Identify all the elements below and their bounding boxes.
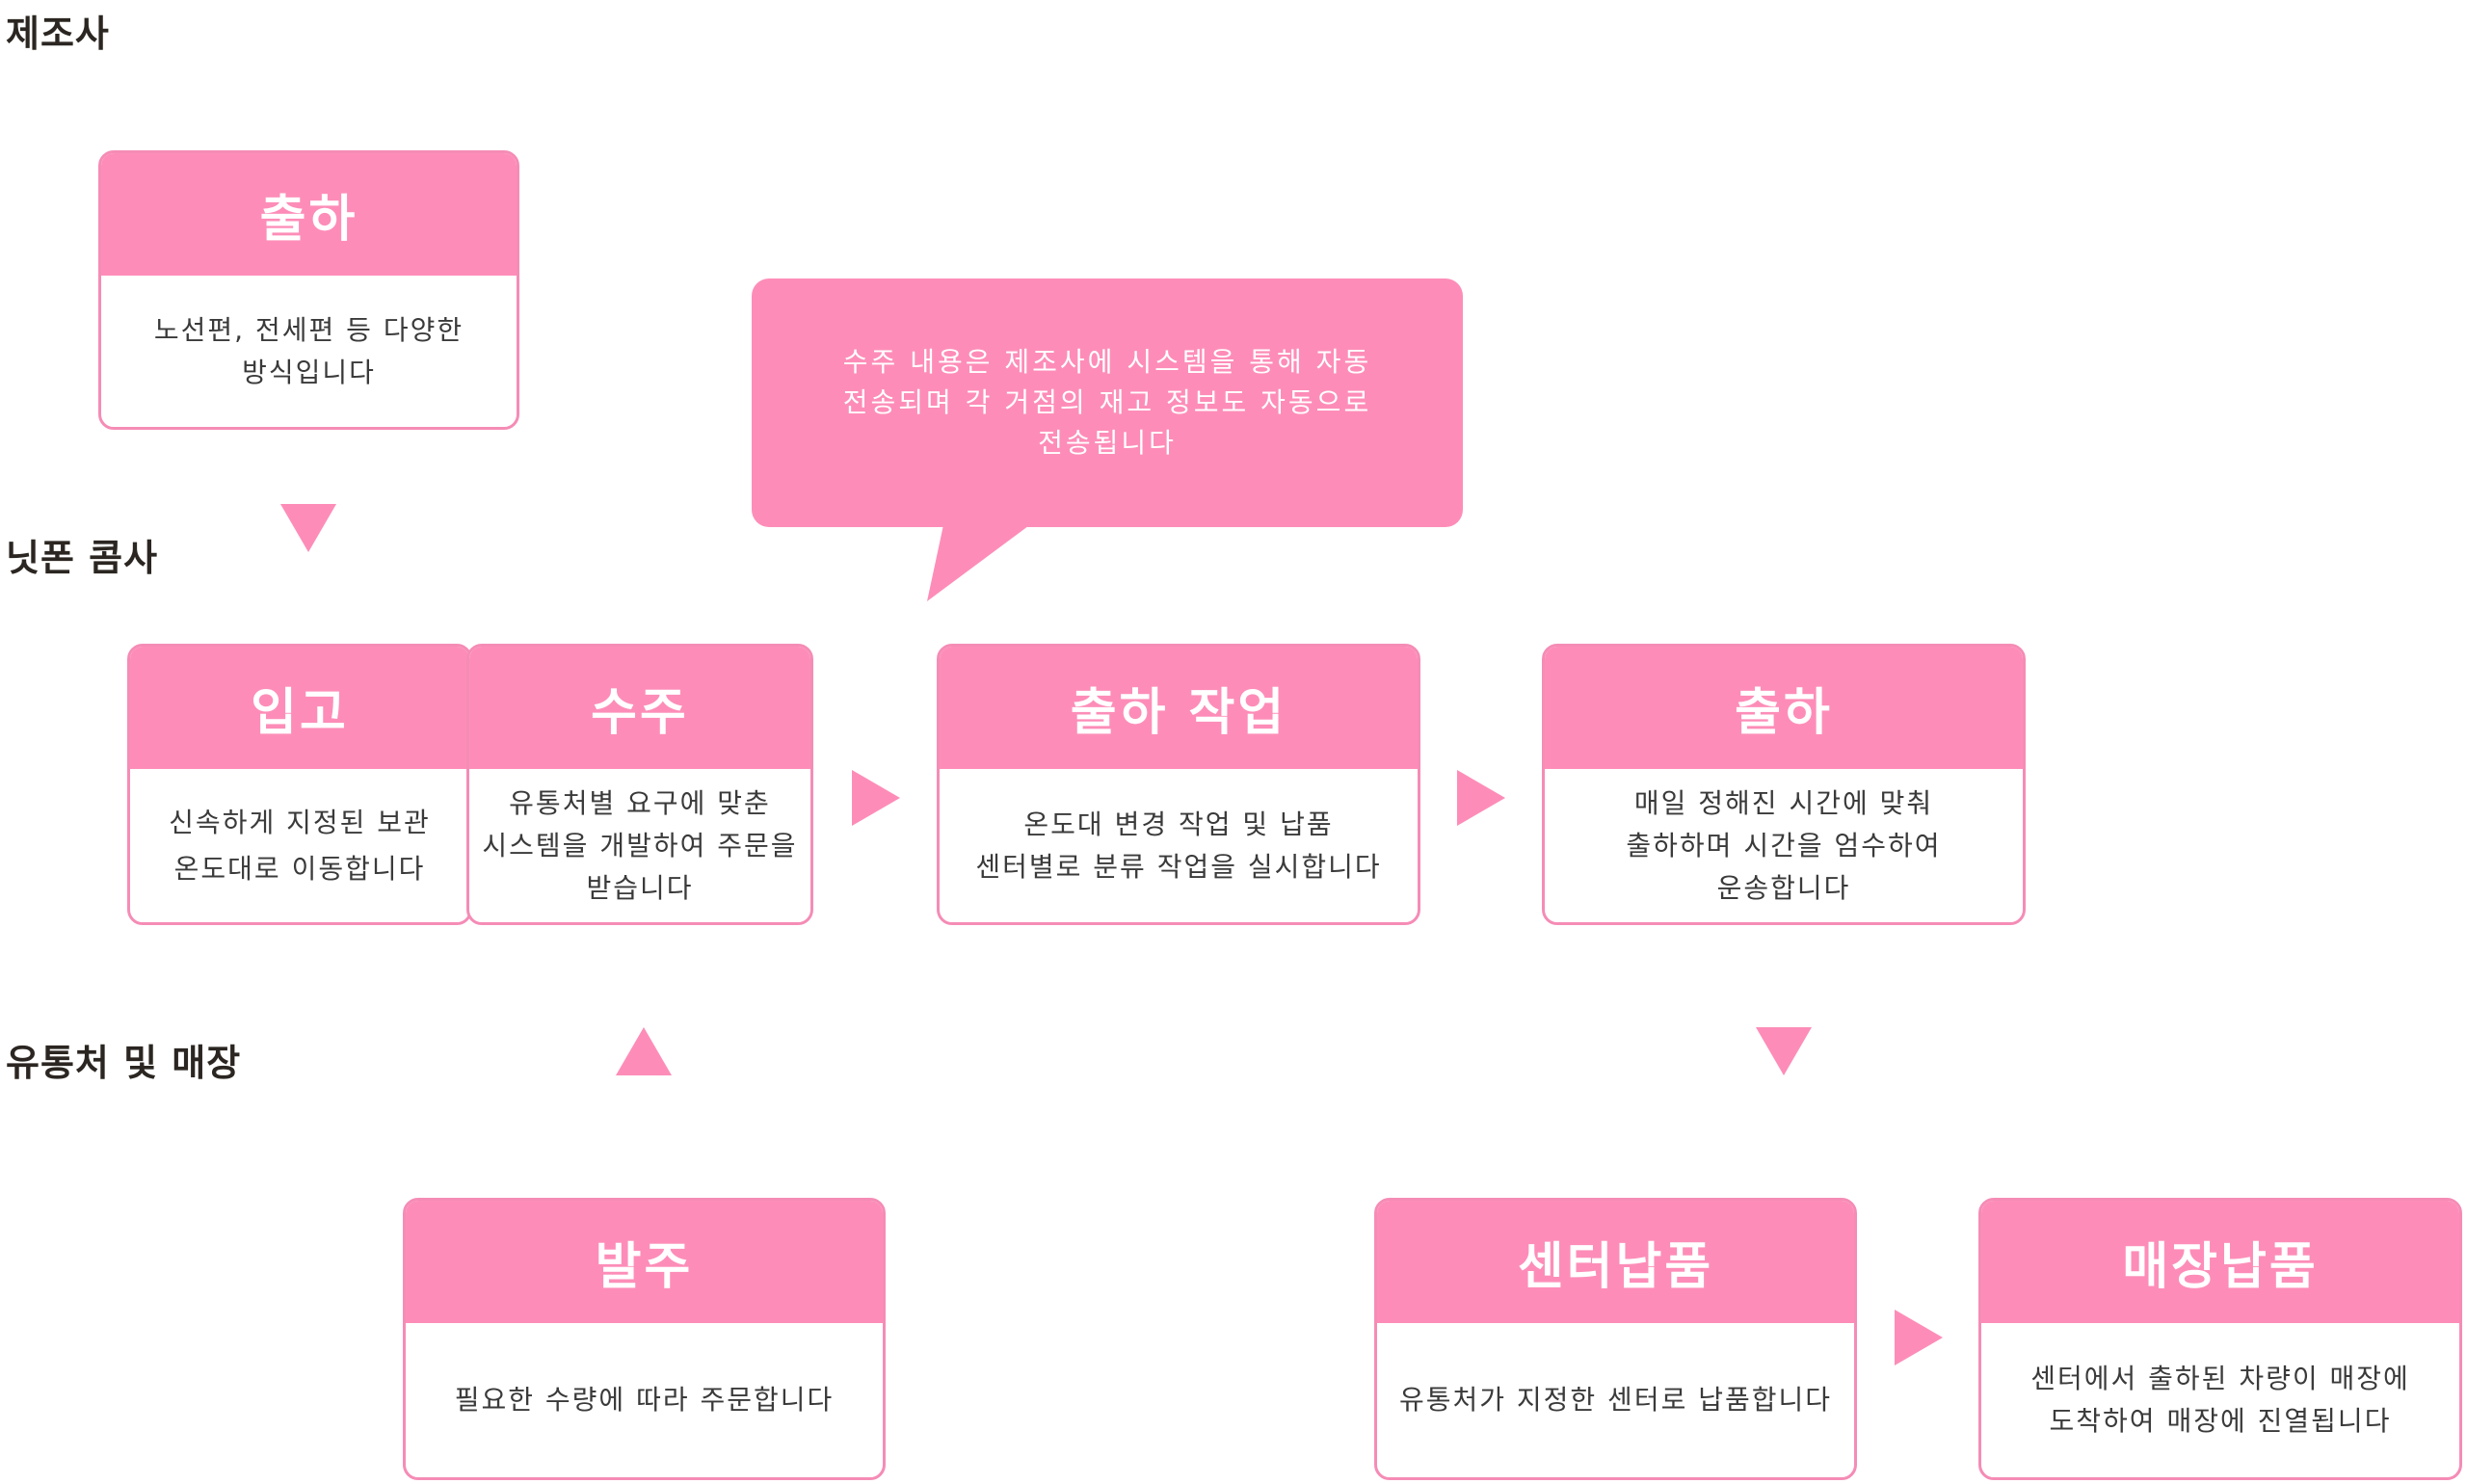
card-shipping-work: 출하 작업 온도대 변경 작업 및 납품 센터별로 분류 작업을 실시합니다 — [937, 644, 1420, 925]
description-line: 필요한 수량에 따라 주문합니다 — [454, 1384, 835, 1416]
card-ordering: 발주 필요한 수량에 따라 주문합니다 — [403, 1198, 886, 1480]
arrow-right-icon — [852, 770, 900, 826]
callout-bubble: 수주 내용은 제조사에 시스템을 통해 자동 전송되며 각 거점의 재고 정보도… — [752, 278, 1463, 527]
description-line: 노선편, 전세편 등 다양한 — [153, 313, 464, 346]
description-line: 온도대 변경 작업 및 납품 — [1023, 808, 1334, 840]
card-title: 매장납품 — [1981, 1201, 2459, 1323]
description-line: 매일 정해진 시간에 맞춰 — [1633, 786, 1934, 819]
arrow-down-icon — [280, 504, 336, 552]
description-line: 출하하며 시간을 엄수하여 — [1626, 829, 1942, 861]
card-title: 센터납품 — [1377, 1201, 1854, 1323]
section-label-manufacturer: 제조사 — [6, 13, 110, 55]
description-line: 시스템을 개발하여 주문을 — [482, 829, 798, 861]
description-line: 온도대로 이동합니다 — [173, 852, 426, 885]
arrow-up-icon — [616, 1027, 672, 1075]
description-line: 운송합니다 — [1716, 871, 1851, 904]
description-line: 도착하여 매장에 진열됩니다 — [2049, 1405, 2392, 1437]
card-manufacturer-shipping: 출하 노선편, 전세편 등 다양한 방식입니다 — [98, 150, 519, 430]
card-title: 출하 — [101, 153, 517, 276]
card-store-delivery: 매장납품 센터에서 출하된 차량이 매장에 도착하여 매장에 진열됩니다 — [1978, 1198, 2462, 1480]
card-title: 입고 — [130, 647, 469, 769]
arrow-right-icon — [1895, 1310, 1943, 1365]
card-description: 유통처가 지정한 센터로 납품합니다 — [1377, 1323, 1854, 1477]
description-line: 센터에서 출하된 차량이 매장에 — [2030, 1363, 2410, 1394]
card-title: 발주 — [406, 1201, 883, 1323]
card-order-receipt: 수주 유통처별 요구에 맞춘 시스템을 개발하여 주문을 받습니다 — [466, 644, 813, 925]
description-line: 유통처가 지정한 센터로 납품합니다 — [1398, 1384, 1833, 1416]
arrow-down-icon — [1756, 1027, 1812, 1075]
card-title: 출하 — [1545, 647, 2023, 769]
card-title: 출하 작업 — [940, 647, 1418, 769]
callout-line: 전송됩니다 — [1038, 427, 1177, 459]
description-line: 유통처별 요구에 맞춘 — [509, 786, 771, 819]
card-shipping: 출하 매일 정해진 시간에 맞춰 출하하며 시간을 엄수하여 운송합니다 — [1542, 644, 2026, 925]
card-description: 신속하게 지정된 보관 온도대로 이동합니다 — [130, 769, 469, 922]
section-label-retail: 유통처 및 매장 — [6, 1042, 242, 1084]
description-line: 신속하게 지정된 보관 — [169, 806, 431, 838]
card-description: 필요한 수량에 따라 주문합니다 — [406, 1323, 883, 1477]
description-line: 센터별로 분류 작업을 실시합니다 — [975, 850, 1382, 883]
card-description: 센터에서 출하된 차량이 매장에 도착하여 매장에 진열됩니다 — [1981, 1323, 2459, 1477]
arrow-right-icon — [1457, 770, 1505, 826]
card-center-delivery: 센터납품 유통처가 지정한 센터로 납품합니다 — [1374, 1198, 1857, 1480]
card-title: 수주 — [469, 647, 810, 769]
description-line: 방식입니다 — [242, 356, 376, 388]
card-description: 유통처별 요구에 맞춘 시스템을 개발하여 주문을 받습니다 — [469, 769, 810, 922]
card-description: 노선편, 전세편 등 다양한 방식입니다 — [101, 276, 517, 427]
callout-line: 전송되며 각 거점의 재고 정보도 자동으로 — [842, 386, 1372, 418]
description-line: 받습니다 — [586, 871, 694, 904]
section-label-nippon-comsa: 닛폰 콤사 — [6, 537, 159, 579]
card-description: 매일 정해진 시간에 맞춰 출하하며 시간을 엄수하여 운송합니다 — [1545, 769, 2023, 922]
card-description: 온도대 변경 작업 및 납품 센터별로 분류 작업을 실시합니다 — [940, 769, 1418, 922]
callout-line: 수주 내용은 제조사에 시스템을 통해 자동 — [842, 346, 1372, 378]
card-receiving: 입고 신속하게 지정된 보관 온도대로 이동합니다 — [127, 644, 472, 925]
